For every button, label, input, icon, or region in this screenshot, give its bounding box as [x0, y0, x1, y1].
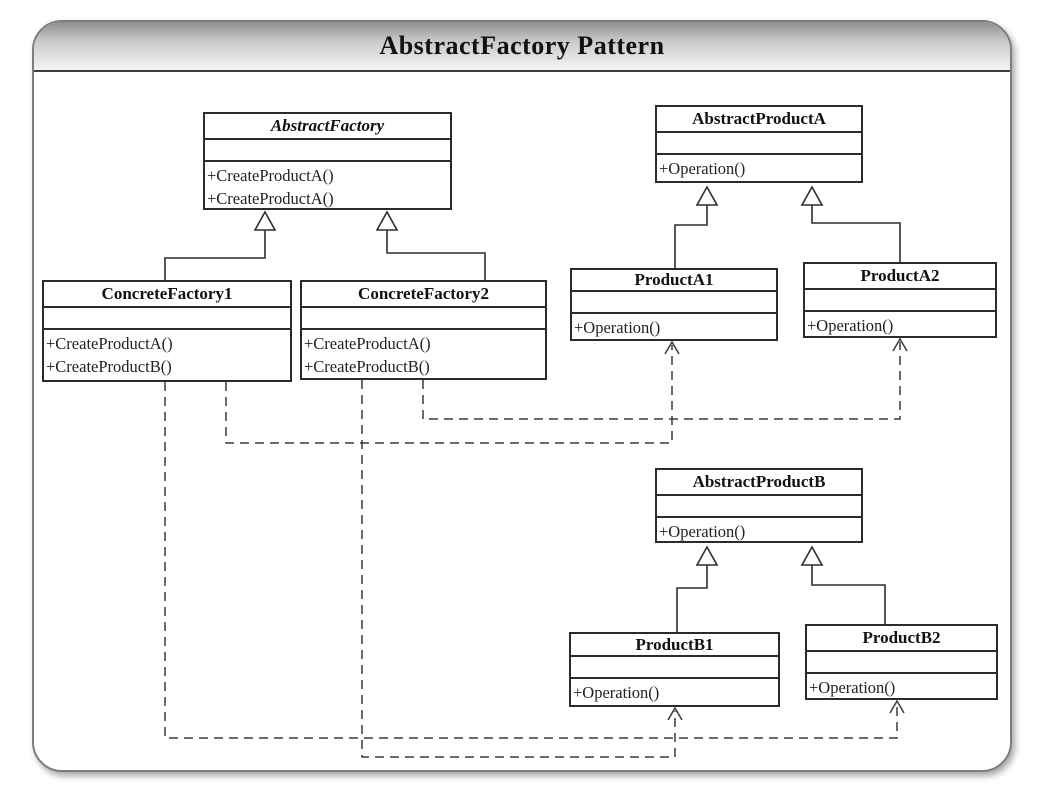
class-attributes-productb1 [571, 657, 778, 679]
class-abstractproducta: AbstractProductA +Operation() [655, 105, 863, 183]
class-methods-productb1: +Operation() [571, 679, 778, 705]
pattern-title-bar: AbstractFactory Pattern [34, 22, 1010, 72]
class-name-concretefactory1: ConcreteFactory1 [44, 282, 290, 308]
method-label: +Operation() [574, 318, 661, 337]
class-attributes-producta1 [572, 292, 776, 314]
method-label: +CreateProductA() [207, 166, 334, 185]
class-name-abstractproductb: AbstractProductB [657, 470, 861, 496]
class-name-abstractfactory: AbstractFactory [205, 114, 450, 140]
class-producta2: ProductA2 +Operation() [803, 262, 997, 338]
class-concretefactory2: ConcreteFactory2 +CreateProductA() +Crea… [300, 280, 547, 380]
class-concretefactory1: ConcreteFactory1 +CreateProductA() +Crea… [42, 280, 292, 382]
class-methods-concretefactory1: +CreateProductA() +CreateProductB() [44, 330, 290, 380]
class-name-abstractproducta: AbstractProductA [657, 107, 861, 133]
method-label: +CreateProductA() [46, 334, 173, 353]
class-methods-abstractproducta: +Operation() [657, 155, 861, 181]
class-name-concretefactory2: ConcreteFactory2 [302, 282, 545, 308]
class-methods-abstractfactory: +CreateProductA() +CreateProductA() [205, 162, 450, 208]
class-methods-producta1: +Operation() [572, 314, 776, 339]
method-label: +CreateProductA() [304, 334, 431, 353]
class-producta1: ProductA1 +Operation() [570, 268, 778, 341]
class-name-producta1: ProductA1 [572, 270, 776, 292]
pattern-title: AbstractFactory Pattern [379, 31, 665, 60]
method-label: +Operation() [809, 678, 896, 697]
method-label: +Operation() [573, 683, 660, 702]
method-label: +Operation() [659, 159, 746, 178]
method-label: +Operation() [659, 522, 746, 541]
method-label: +CreateProductA() [207, 189, 334, 208]
class-abstractfactory: AbstractFactory +CreateProductA() +Creat… [203, 112, 452, 210]
class-productb2: ProductB2 +Operation() [805, 624, 998, 700]
class-attributes-abstractfactory [205, 140, 450, 162]
class-name-productb1: ProductB1 [571, 634, 778, 657]
class-attributes-abstractproducta [657, 133, 861, 155]
class-attributes-concretefactory2 [302, 308, 545, 330]
class-methods-concretefactory2: +CreateProductA() +CreateProductB() [302, 330, 545, 378]
class-productb1: ProductB1 +Operation() [569, 632, 780, 707]
class-attributes-abstractproductb [657, 496, 861, 518]
class-name-productb2: ProductB2 [807, 626, 996, 652]
class-attributes-producta2 [805, 290, 995, 312]
class-attributes-concretefactory1 [44, 308, 290, 330]
class-methods-productb2: +Operation() [807, 674, 996, 698]
method-label: +CreateProductB() [304, 357, 430, 376]
class-methods-producta2: +Operation() [805, 312, 995, 336]
class-attributes-productb2 [807, 652, 996, 674]
class-abstractproductb: AbstractProductB +Operation() [655, 468, 863, 543]
method-label: +CreateProductB() [46, 357, 172, 376]
class-name-producta2: ProductA2 [805, 264, 995, 290]
class-methods-abstractproductb: +Operation() [657, 518, 861, 541]
method-label: +Operation() [807, 316, 894, 335]
